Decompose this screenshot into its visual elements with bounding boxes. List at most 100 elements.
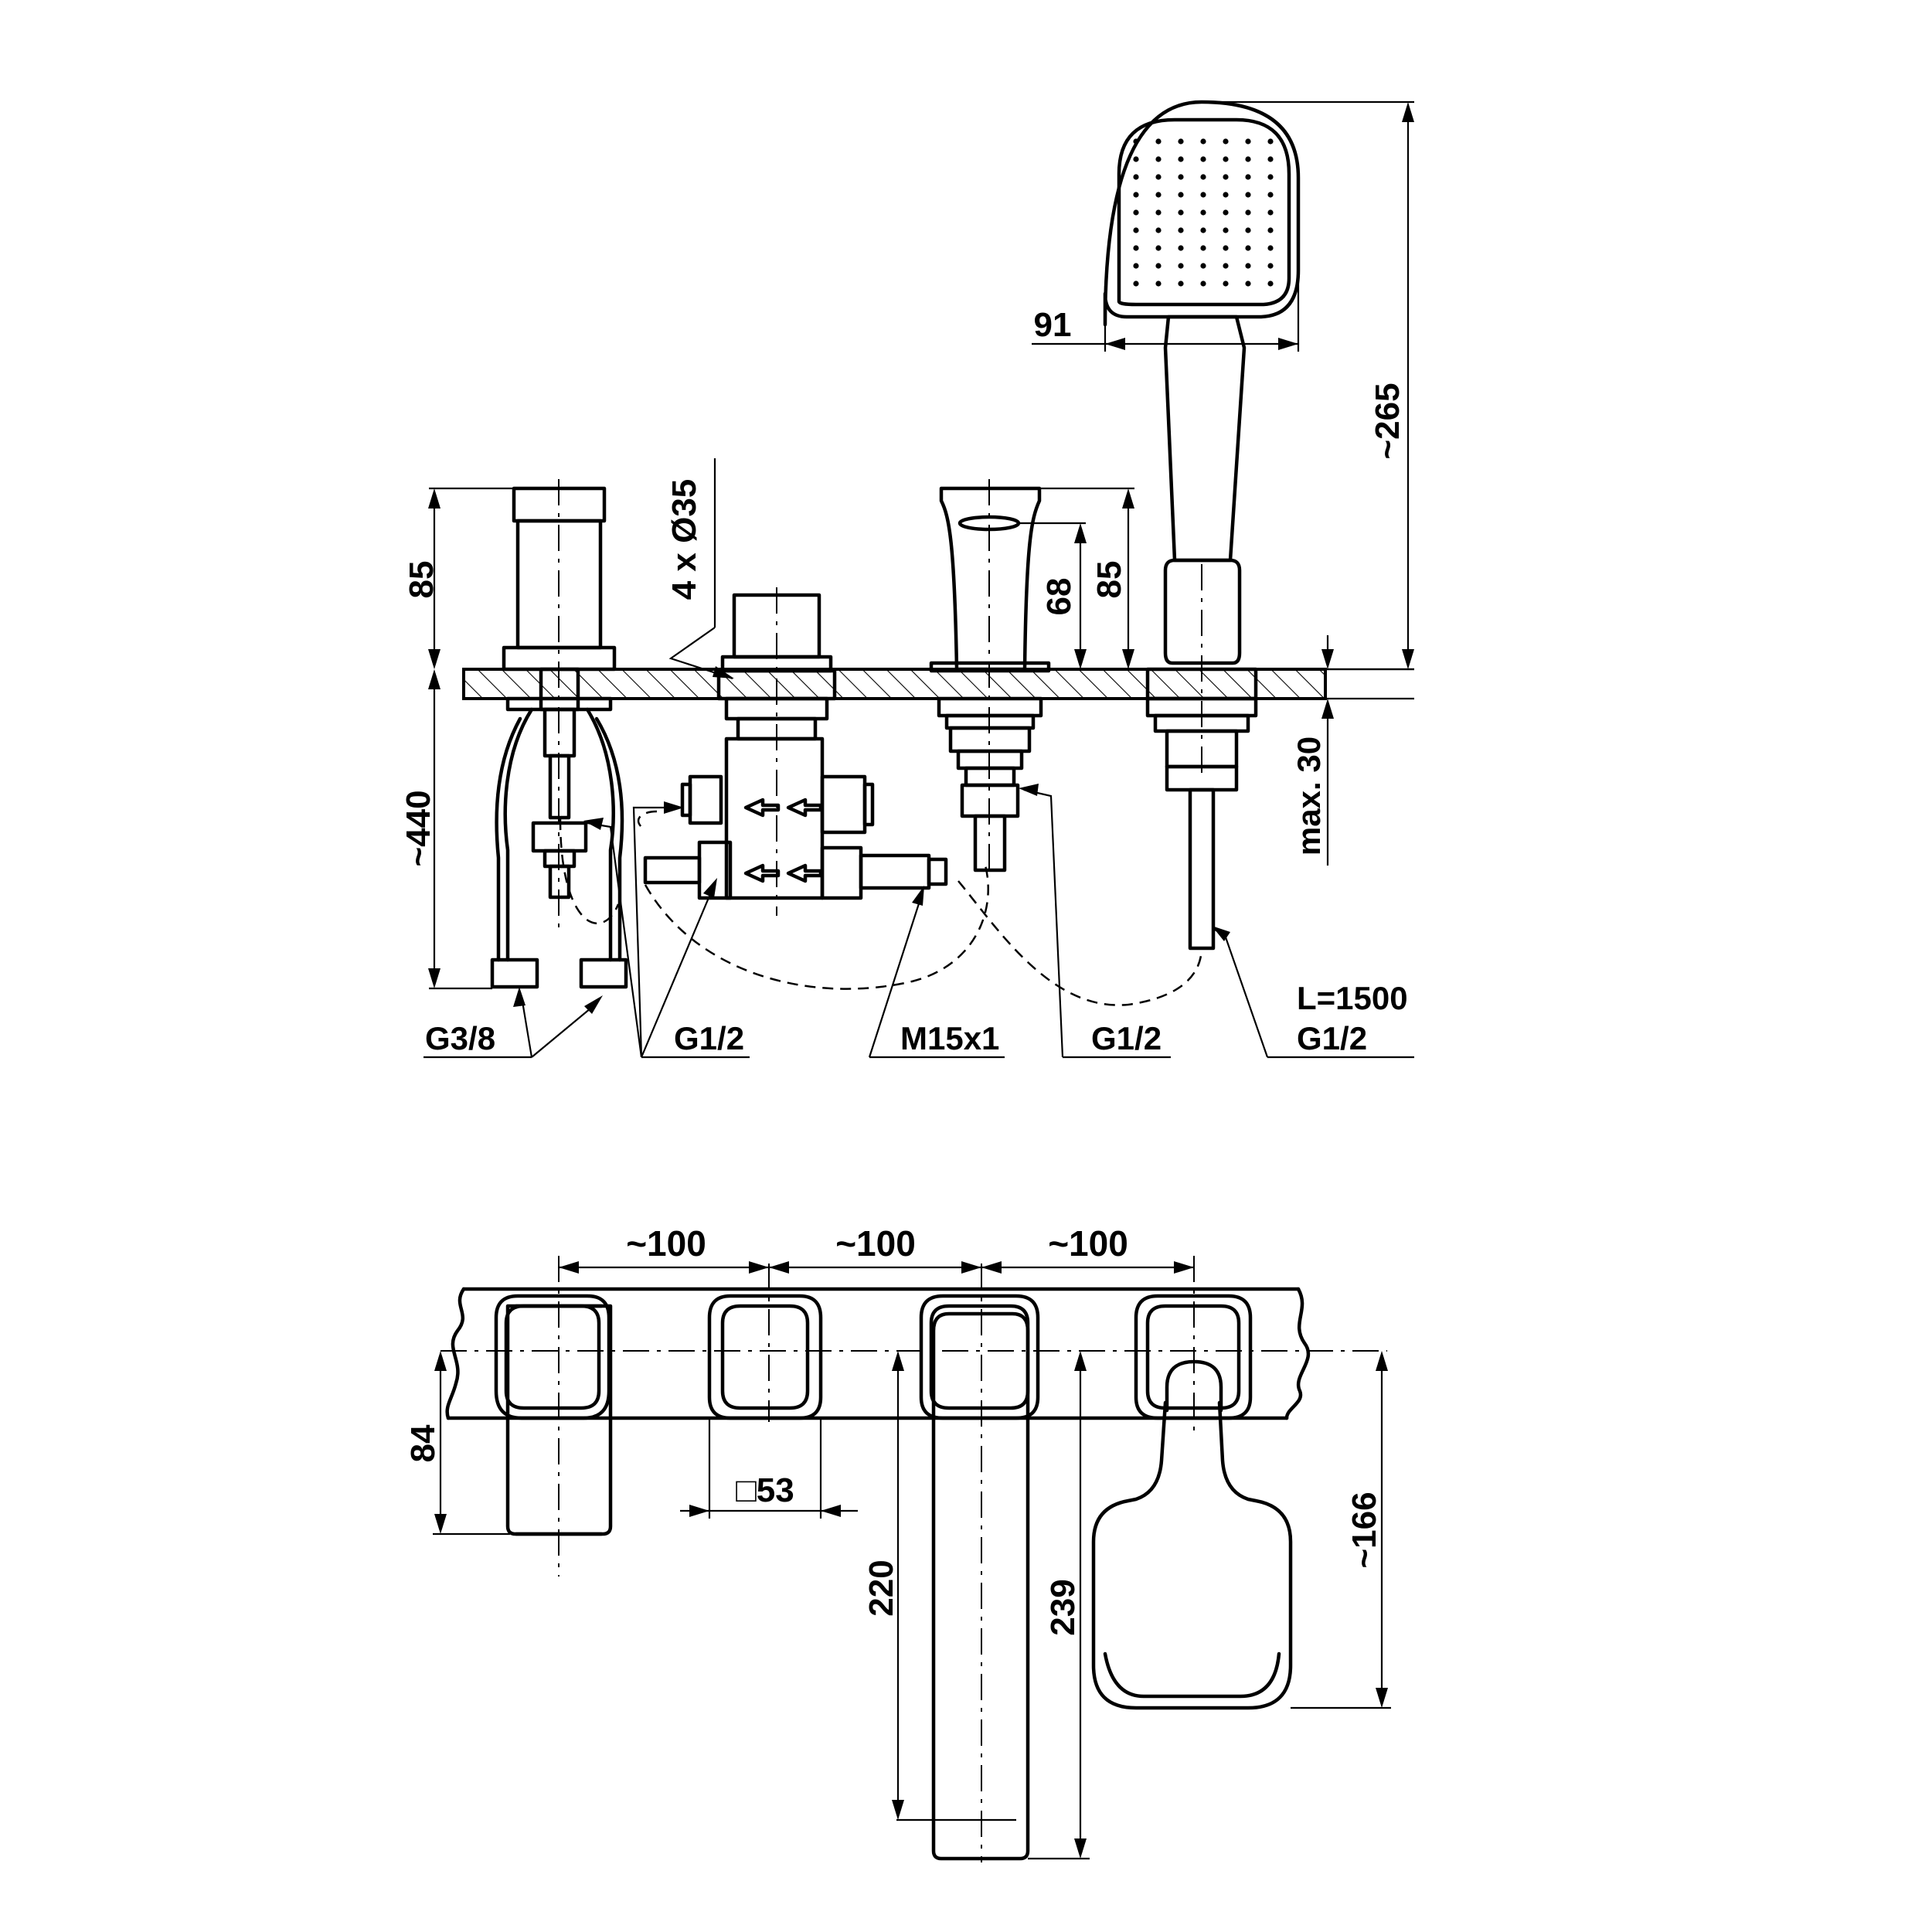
nozzle-dot bbox=[1155, 174, 1162, 180]
nozzle-dot bbox=[1155, 138, 1162, 145]
nozzle-dot bbox=[1267, 245, 1274, 251]
dim-4x35: 4 x Ø35 bbox=[665, 458, 734, 680]
nozzle-dot bbox=[1223, 138, 1229, 145]
nozzle-dot bbox=[1245, 192, 1251, 198]
callout-g12-c: L=1500 G1/2 bbox=[1212, 926, 1414, 1059]
nozzle-dot bbox=[1223, 209, 1229, 216]
nozzle-dot bbox=[1200, 281, 1206, 287]
nozzle-dot bbox=[1178, 281, 1184, 287]
callout-g38-label: G3/8 bbox=[425, 1020, 495, 1056]
dim-100-c: ~100 bbox=[981, 1223, 1194, 1274]
nozzle-dot bbox=[1155, 227, 1162, 233]
nozzle-dot bbox=[1245, 227, 1251, 233]
nozzle-dot bbox=[1267, 156, 1274, 162]
nozzle-dot bbox=[1223, 227, 1229, 233]
dim-85-left: 85 bbox=[403, 487, 514, 669]
nozzle-dot bbox=[1245, 245, 1251, 251]
spray-nozzles bbox=[1133, 138, 1274, 287]
nozzle-dot bbox=[1133, 138, 1139, 145]
dim-220: 220 bbox=[862, 1351, 1016, 1821]
nozzle-dot bbox=[1200, 245, 1206, 251]
dim-100-a: ~100 bbox=[559, 1223, 769, 1274]
dim-440-label: ~440 bbox=[400, 790, 437, 866]
nozzle-dot bbox=[1155, 263, 1162, 269]
nozzle-dot bbox=[1133, 209, 1139, 216]
callout-g12-a: G1/2 bbox=[583, 801, 750, 1059]
nozzle-dot bbox=[1178, 138, 1184, 145]
callout-g12-b-label: G1/2 bbox=[1091, 1020, 1162, 1056]
top-diverter bbox=[707, 1264, 823, 1422]
nozzle-dot bbox=[1245, 281, 1251, 287]
top-hand-shower bbox=[1091, 1256, 1293, 1710]
nozzle-dot bbox=[1267, 138, 1274, 145]
dim-265: ~265 bbox=[1206, 100, 1414, 671]
nozzle-dot bbox=[1245, 174, 1251, 180]
callout-m15-label: M15x1 bbox=[900, 1020, 999, 1056]
hose-loops bbox=[559, 810, 1203, 1006]
dim-85-left-label: 85 bbox=[403, 561, 440, 599]
dim-91: 91 bbox=[1032, 270, 1300, 352]
dim-53-label: □53 bbox=[736, 1471, 794, 1509]
nozzle-dot bbox=[1223, 156, 1229, 162]
nozzle-dot bbox=[1200, 227, 1206, 233]
nozzle-dot bbox=[1245, 263, 1251, 269]
nozzle-dot bbox=[1155, 209, 1162, 216]
dim-239-label: 239 bbox=[1044, 1579, 1082, 1635]
callout-g12-a-label: G1/2 bbox=[674, 1020, 744, 1056]
nozzle-dot bbox=[1200, 263, 1206, 269]
nozzle-dot bbox=[1223, 245, 1229, 251]
callout-g38: G3/8 bbox=[423, 987, 603, 1059]
nozzle-dot bbox=[1200, 174, 1206, 180]
hand-shower bbox=[1103, 100, 1301, 951]
nozzle-dot bbox=[1155, 156, 1162, 162]
nozzle-dot bbox=[1178, 209, 1184, 216]
dim-100-b-label: ~100 bbox=[835, 1223, 916, 1264]
callout-l1500-label: L=1500 bbox=[1297, 980, 1408, 1016]
top-view: ~100 ~100 ~100 84 □ bbox=[404, 1223, 1391, 1862]
dim-100-c-label: ~100 bbox=[1048, 1223, 1128, 1264]
nozzle-dot bbox=[1133, 245, 1139, 251]
nozzle-dot bbox=[1155, 192, 1162, 198]
nozzle-dot bbox=[1267, 192, 1274, 198]
nozzle-dot bbox=[1267, 174, 1274, 180]
nozzle-dot bbox=[1267, 263, 1274, 269]
nozzle-dot bbox=[1223, 174, 1229, 180]
dim-91-label: 91 bbox=[1034, 306, 1072, 344]
dim-68: 68 bbox=[1020, 522, 1087, 669]
nozzle-dot bbox=[1133, 192, 1139, 198]
nozzle-dot bbox=[1178, 263, 1184, 269]
dim-4x35-label: 4 x Ø35 bbox=[665, 479, 703, 600]
top-mixer-handle bbox=[494, 1256, 613, 1577]
dim-85-right: 85 bbox=[1039, 487, 1134, 669]
dim-53: □53 bbox=[680, 1418, 858, 1519]
nozzle-dot bbox=[1200, 192, 1206, 198]
dim-85-right-label: 85 bbox=[1090, 561, 1128, 599]
nozzle-dot bbox=[1178, 227, 1184, 233]
nozzle-dot bbox=[1245, 209, 1251, 216]
nozzle-dot bbox=[1155, 281, 1162, 287]
nozzle-dot bbox=[1178, 245, 1184, 251]
front-elevation: 85 ~440 4 x Ø35 68 bbox=[400, 100, 1414, 1059]
dim-440: ~440 bbox=[400, 669, 492, 990]
dim-84-label: 84 bbox=[404, 1424, 442, 1462]
nozzle-dot bbox=[1133, 281, 1139, 287]
nozzle-dot bbox=[1133, 174, 1139, 180]
mixer-valve-left bbox=[490, 479, 628, 989]
nozzle-dot bbox=[1133, 263, 1139, 269]
dim-265-label: ~265 bbox=[1369, 383, 1406, 459]
nozzle-dot bbox=[1178, 156, 1184, 162]
dim-68-label: 68 bbox=[1040, 578, 1078, 616]
dim-max30: max. 30 bbox=[1291, 635, 1334, 866]
dim-166-label: ~166 bbox=[1345, 1492, 1383, 1568]
callout-g12-c-label: G1/2 bbox=[1297, 1020, 1367, 1056]
nozzle-dot bbox=[1267, 227, 1274, 233]
dim-max30-label: max. 30 bbox=[1291, 736, 1327, 855]
nozzle-dot bbox=[1223, 192, 1229, 198]
dim-220-label: 220 bbox=[862, 1560, 900, 1616]
callout-g12-b: G1/2 bbox=[1019, 784, 1171, 1059]
bath-spout bbox=[929, 479, 1051, 877]
top-spout bbox=[919, 1264, 1040, 1862]
nozzle-dot bbox=[1155, 245, 1162, 251]
dim-166: ~166 bbox=[1291, 1351, 1391, 1709]
